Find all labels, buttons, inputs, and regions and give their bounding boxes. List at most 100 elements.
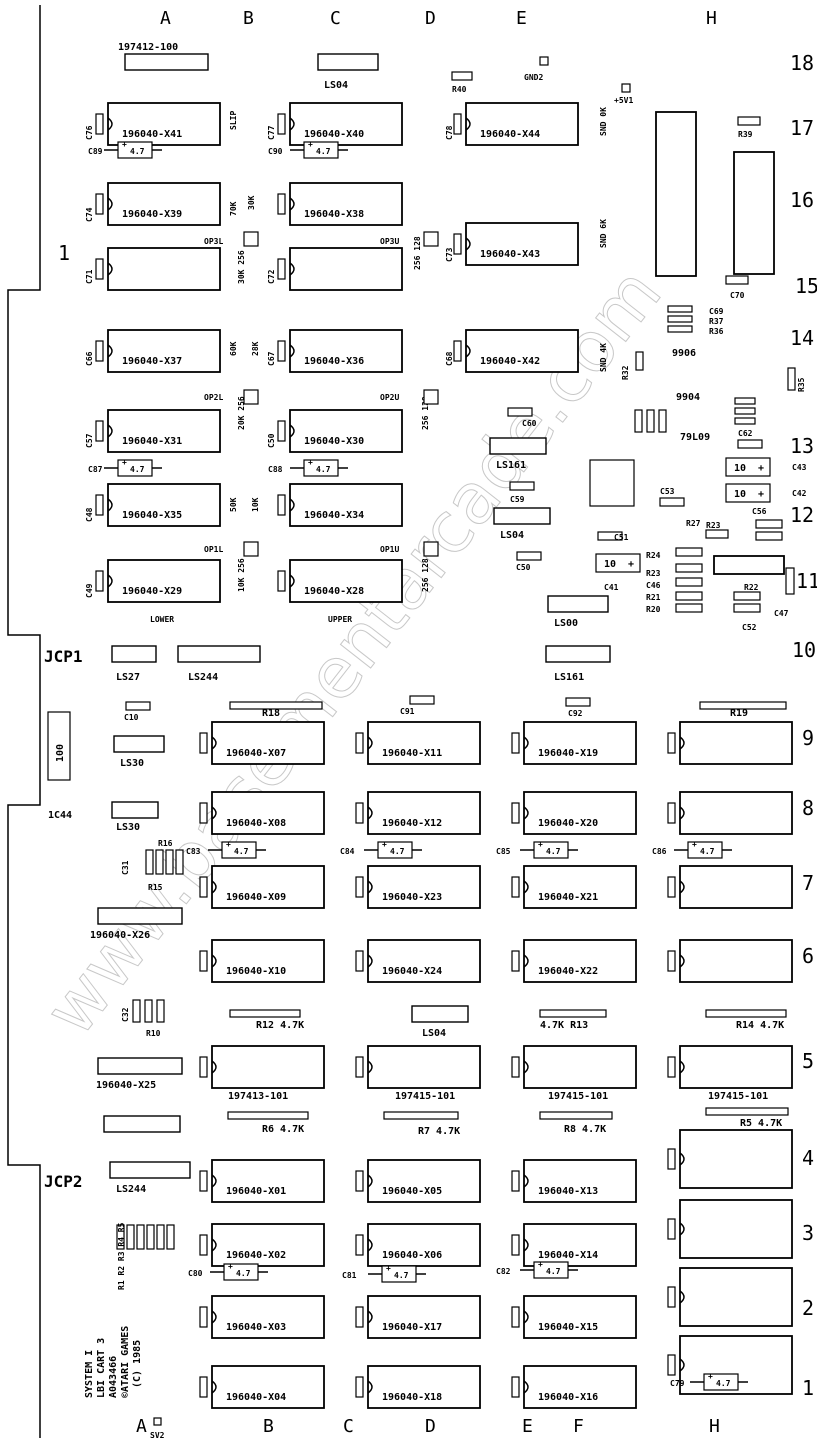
row-6: 6	[802, 944, 814, 968]
chip-x36: 196040-X36	[277, 329, 403, 373]
chip-x22: 196040-X22	[511, 939, 637, 983]
cap-c83: C83+4.7	[186, 840, 266, 859]
chip-x10-label: 196040-X10	[226, 966, 286, 977]
footer-line-3: A043466	[108, 1356, 119, 1398]
cap-c90-value: 4.7	[316, 147, 331, 156]
r21-label: R21	[646, 593, 661, 602]
label-c48: C48	[85, 507, 94, 522]
sip-ls27-label: LS27	[116, 672, 140, 683]
chip-x03-label: 196040-X03	[226, 1322, 286, 1333]
resistor-network-r7-label: R7 4.7K	[418, 1126, 460, 1137]
r22-label: R22	[744, 583, 759, 592]
footer-block: SYSTEM I LBI CART 3 A043466 ©ATARI GAMES…	[84, 1326, 143, 1398]
chip-x19-label: 196040-X19	[538, 748, 598, 759]
chip-p5-3	[667, 865, 793, 909]
gal-label-3: 197415-101	[548, 1091, 608, 1102]
chip-x06: 196040-X06	[355, 1223, 481, 1267]
row-12: 12	[790, 503, 814, 527]
cap-c80-value: 4.7	[236, 1269, 251, 1278]
r37-label: R37	[709, 317, 724, 326]
chip-x43-label: 196040-X43	[480, 249, 540, 260]
chip-x05-label: 196040-X05	[382, 1186, 442, 1197]
chip-x43: 196040-X43	[453, 222, 579, 266]
chip-x19: 196040-X19	[511, 721, 637, 765]
cap-c84-ref: C84	[340, 847, 355, 856]
col-b-top: B	[243, 8, 254, 29]
svg-text:+: +	[308, 458, 313, 467]
svg-text:+: +	[692, 840, 697, 849]
row-11: 11	[796, 569, 817, 593]
q906-label: 9906	[672, 348, 696, 359]
chip-x21: 196040-X21	[511, 865, 637, 909]
electrolytic-cap-2: 10+	[725, 483, 771, 503]
chip-x34-label: 196040-X34	[304, 510, 364, 521]
q409-label: 79L09	[680, 432, 710, 443]
resistor-pack-r1-r5: R1 R2 R3 R4 R5	[116, 1222, 175, 1290]
resistor-network-r13-label: 4.7K R13	[540, 1020, 588, 1031]
resistor-network-r6: R6 4.7K	[227, 1111, 309, 1135]
c47-label: C47	[774, 609, 789, 618]
r23b-label: R23	[646, 569, 661, 578]
chip-x17: 196040-X17	[355, 1295, 481, 1339]
row-7: 7	[802, 871, 814, 895]
cap-c87-value: 4.7	[130, 465, 145, 474]
chip-x42-label: 196040-X42	[480, 356, 540, 367]
chip-p1-8	[199, 1045, 325, 1089]
r10-label: R10	[146, 1029, 161, 1038]
chip-x16: 196040-X16	[511, 1365, 637, 1409]
chip-x21-label: 196040-X21	[538, 892, 598, 903]
sip-ls04b: LS04	[493, 507, 551, 541]
resistor-network-r19: R19	[699, 701, 787, 719]
c50b-label: C50	[516, 563, 531, 572]
chip-x01-label: 196040-X01	[226, 1186, 286, 1197]
chip-x38: 196040-X38	[277, 182, 403, 226]
chip-x29-label: 196040-X29	[122, 586, 182, 597]
row-10: 10	[792, 638, 816, 662]
chip-x15-label: 196040-X15	[538, 1322, 598, 1333]
col-c-bottom: C	[343, 1416, 354, 1437]
electrolytic-cap-3: 10+	[595, 553, 641, 573]
gal-label-1: 197413-101	[228, 1091, 288, 1102]
row-2: 2	[802, 1296, 814, 1320]
op3l-label: OP3L	[204, 237, 223, 246]
sip-x26-label: 196040-X26	[90, 930, 150, 941]
chip-x13: 196040-X13	[511, 1159, 637, 1203]
cap-c85-ref: C85	[496, 847, 511, 856]
resistor-network-r5: R5 4.7K	[705, 1107, 789, 1129]
sip-ls04b-label: LS04	[500, 530, 524, 541]
row-9: 9	[802, 726, 814, 750]
col-b-bottom: B	[263, 1416, 274, 1437]
row-17: 17	[790, 116, 814, 140]
chip-p5-4	[667, 939, 793, 983]
label-k256c: 256 128	[421, 558, 430, 592]
svg-text:+: +	[226, 840, 231, 849]
sip-ls244b: LS244	[109, 1161, 191, 1195]
resistors-r15-r17: R16 R15 C31	[121, 839, 184, 892]
sip-ls244b-label: LS244	[116, 1184, 146, 1195]
label-c66: C66	[85, 351, 94, 366]
label-c68: C68	[445, 351, 454, 366]
sip-ls00: LS00	[547, 595, 609, 629]
sip-ls04a-label: LS04	[324, 80, 348, 91]
svg-text:+: +	[122, 140, 127, 149]
cap-c83-ref: C83	[186, 847, 201, 856]
chip-x10: 196040-X10	[199, 939, 325, 983]
c69-label: C69	[709, 307, 724, 316]
chip-x44-label: 196040-X44	[480, 129, 540, 140]
chip-x41-label: 196040-X41	[122, 129, 182, 140]
resistor-network-r13: 4.7K R13	[539, 1009, 607, 1031]
gnd2-label: GND2	[524, 73, 543, 82]
chip-x14: 196040-X14	[511, 1223, 637, 1267]
chip-x09: 196040-X09	[199, 865, 325, 909]
svg-text:+: +	[538, 840, 543, 849]
col-h-bottom: H	[709, 1416, 720, 1437]
footer-line-5: (C) 1985	[132, 1340, 143, 1388]
row-18: 18	[790, 51, 814, 75]
chip-x24: 196040-X24	[355, 939, 481, 983]
c60-label: C60	[522, 419, 537, 428]
row-14: 14	[790, 326, 814, 350]
label-c67: C67	[267, 351, 276, 366]
c10-label: C10	[124, 713, 139, 722]
row-15: 15	[795, 274, 817, 298]
r39-label: R39	[738, 130, 753, 139]
